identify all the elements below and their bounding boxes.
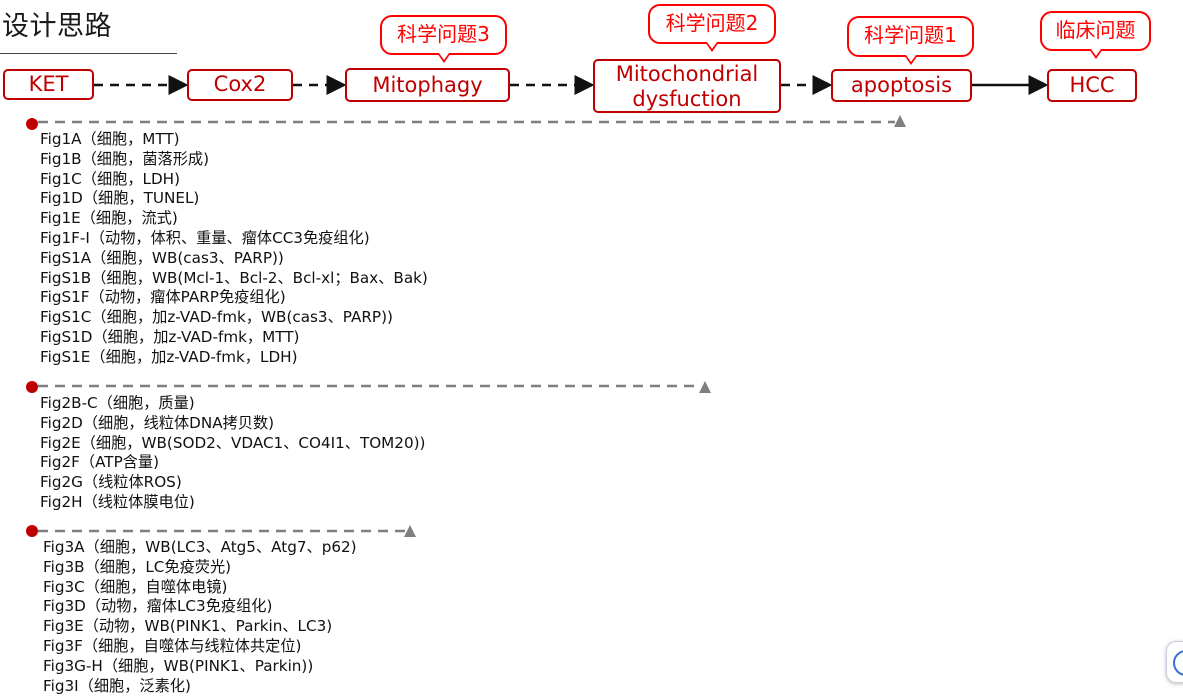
callout-clinical-label: 临床问题 <box>1055 18 1136 42</box>
list-item: Fig1F-I（动物，体积、重量、瘤体CC3免疫组化) <box>40 228 370 247</box>
list-item: Fig3D（动物，瘤体LC3免疫组化) <box>43 597 273 616</box>
node-mito-label-line1: Mitochondrial <box>615 62 759 86</box>
list-item: Fig2E（细胞，WB(SOD2、VDAC1、CO4I1、TOM20)) <box>40 433 426 452</box>
node-hcc-label: HCC <box>1069 73 1115 97</box>
callout-question-3: 科学问题3 <box>380 15 507 63</box>
callout-question-1-label: 科学问题1 <box>864 23 957 47</box>
group1-end-triangle <box>894 115 906 127</box>
list-item: Fig3E（动物，WB(PINK1、Parkin、LC3) <box>43 617 333 636</box>
group3-list: Fig3A（细胞，WB(LC3、Atg5、Atg7、p62) Fig3B（细胞，… <box>43 538 357 696</box>
list-item: Fig3C（细胞，自噬体电镜) <box>43 577 228 596</box>
list-item: Fig1D（细胞，TUNEL) <box>40 189 200 208</box>
list-item: Fig2D（细胞，线粒体DNA拷贝数) <box>40 413 275 432</box>
list-item: FigS1F（动物，瘤体PARP免疫组化) <box>40 288 286 307</box>
list-item: Fig3I（细胞，泛素化) <box>43 676 191 695</box>
list-item: Fig2F（ATP含量) <box>40 453 160 472</box>
group1-start-dot <box>26 118 38 130</box>
title-underline <box>0 53 177 54</box>
callout-question-1: 科学问题1 <box>847 16 974 65</box>
node-mitophagy-label: Mitophagy <box>372 73 483 97</box>
list-item: FigS1D（细胞，加z-VAD-fmk，MTT) <box>40 327 300 346</box>
node-cox2-label: Cox2 <box>213 72 267 96</box>
page-title: 设计思路 <box>2 11 112 42</box>
list-item: Fig3A（细胞，WB(LC3、Atg5、Atg7、p62) <box>43 538 357 556</box>
list-item: Fig1C（细胞，LDH) <box>40 169 181 188</box>
node-ket-label: KET <box>28 72 69 96</box>
list-item: Fig2B-C（细胞，质量) <box>40 394 195 412</box>
list-item: FigS1B（细胞，WB(Mcl-1、Bcl-2、Bcl-xl；Bax、Bak) <box>40 268 428 287</box>
node-mitochondrial-dysfuction[interactable]: Mitochondrial dysfuction <box>593 59 781 113</box>
group2-list: Fig2B-C（细胞，质量) Fig2D（细胞，线粒体DNA拷贝数) Fig2E… <box>40 394 425 513</box>
group2-end-triangle <box>699 381 711 393</box>
list-item: Fig3G-H（细胞，WB(PINK1、Parkin)) <box>43 656 314 675</box>
chat-bubble-icon <box>1173 650 1183 676</box>
node-cox2[interactable]: Cox2 <box>187 69 293 101</box>
list-item: FigS1A（细胞，WB(cas3、PARP)) <box>40 248 284 267</box>
group1-list: Fig1A（细胞，MTT) Fig1B（细胞，菌落形成) Fig1C（细胞，LD… <box>40 130 428 368</box>
callout-question-2: 科学问题2 <box>648 4 776 52</box>
node-hcc[interactable]: HCC <box>1047 69 1137 102</box>
node-mitophagy[interactable]: Mitophagy <box>345 68 510 102</box>
callout-question-3-label: 科学问题3 <box>397 22 490 46</box>
node-apoptosis-label: apoptosis <box>850 73 953 97</box>
callout-clinical: 临床问题 <box>1040 11 1151 59</box>
floating-assistant-button[interactable] <box>1166 641 1183 683</box>
list-item: Fig3B（细胞，LC免疫荧光) <box>43 557 232 576</box>
group2-start-dot <box>26 381 38 393</box>
node-mito-label-line2: dysfuction <box>632 87 742 111</box>
list-item: Fig1E（细胞，流式) <box>40 209 178 228</box>
node-apoptosis[interactable]: apoptosis <box>831 69 972 102</box>
list-item: FigS1E（细胞，加z-VAD-fmk，LDH) <box>40 347 298 366</box>
group3-start-dot <box>26 525 38 537</box>
node-ket[interactable]: KET <box>3 69 94 100</box>
list-item: Fig1B（细胞，菌落形成) <box>40 149 209 168</box>
callout-question-2-label: 科学问题2 <box>665 11 759 35</box>
group3-end-triangle <box>404 525 416 537</box>
list-item: Fig1A（细胞，MTT) <box>40 130 180 148</box>
list-item: FigS1C（细胞，加z-VAD-fmk，WB(cas3、PARP)) <box>40 308 393 327</box>
list-item: Fig2G（线粒体ROS) <box>40 473 182 492</box>
list-item: Fig3F（细胞，自噬体与线粒体共定位) <box>43 636 302 655</box>
list-item: Fig2H（线粒体膜电位) <box>40 492 195 511</box>
